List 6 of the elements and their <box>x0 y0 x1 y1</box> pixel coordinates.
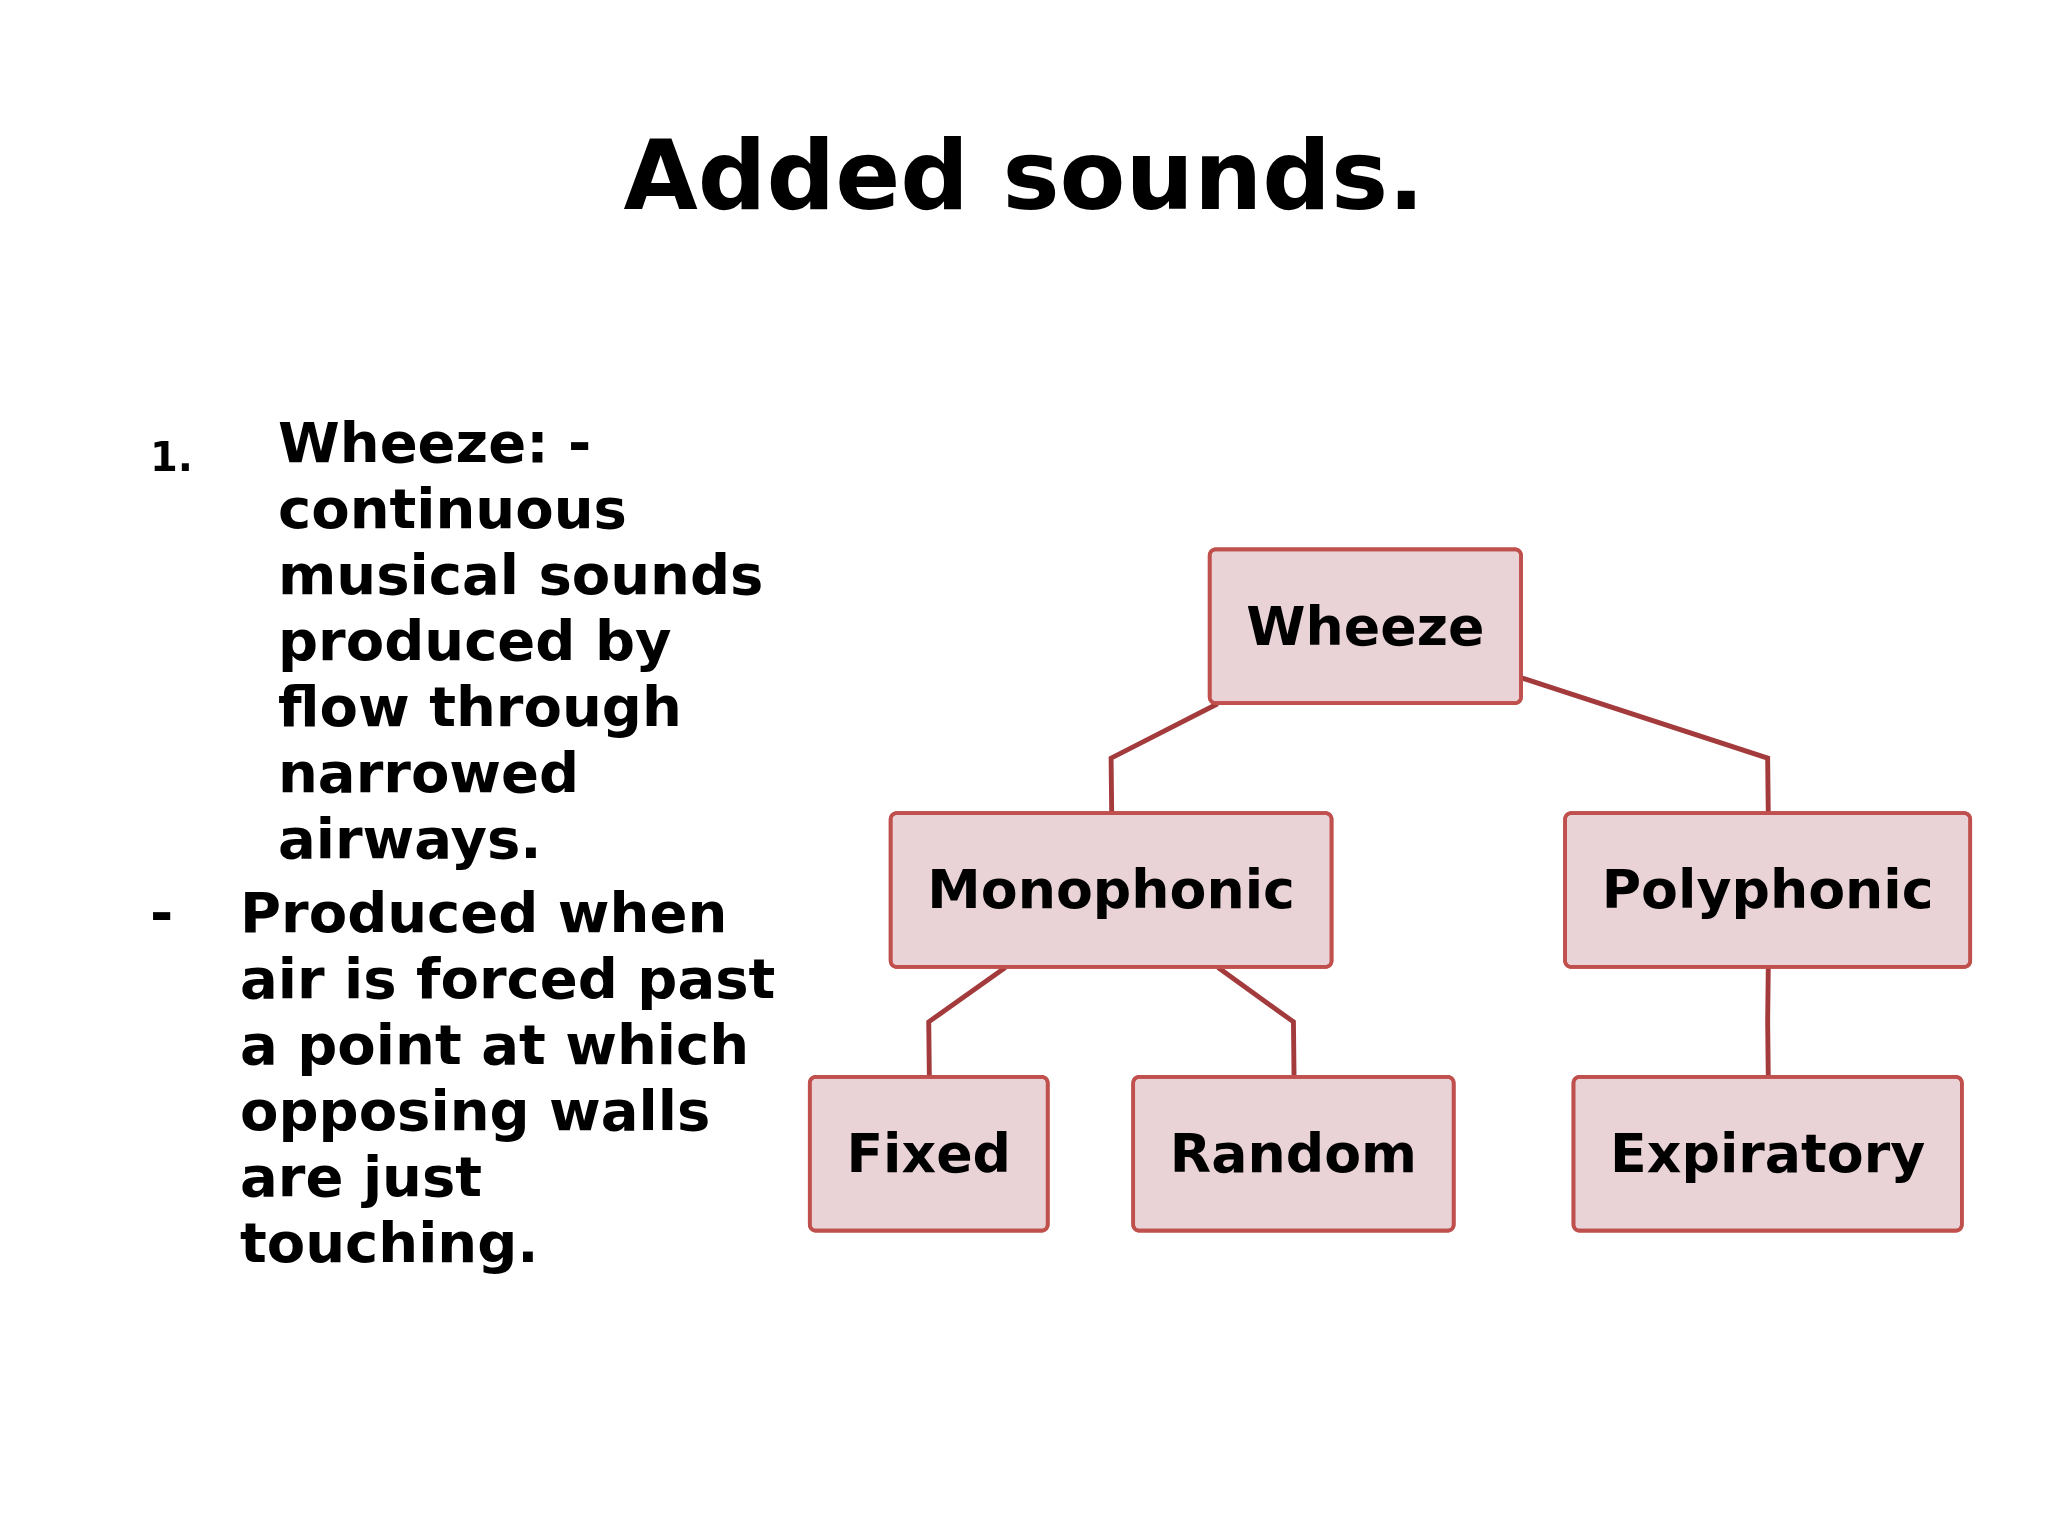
bullet-text: Wheeze: - continuous musical sounds produced by flow through narrowed airways. <box>278 410 765 872</box>
list-marker: 1. <box>150 433 195 482</box>
list-marker: - <box>150 880 175 946</box>
connector <box>1108 701 1219 814</box>
bullet-text: Produced when air is forced past a point at which opposing walls are just touching. <box>240 880 777 1276</box>
slide-title: Added sounds. <box>622 120 1426 232</box>
